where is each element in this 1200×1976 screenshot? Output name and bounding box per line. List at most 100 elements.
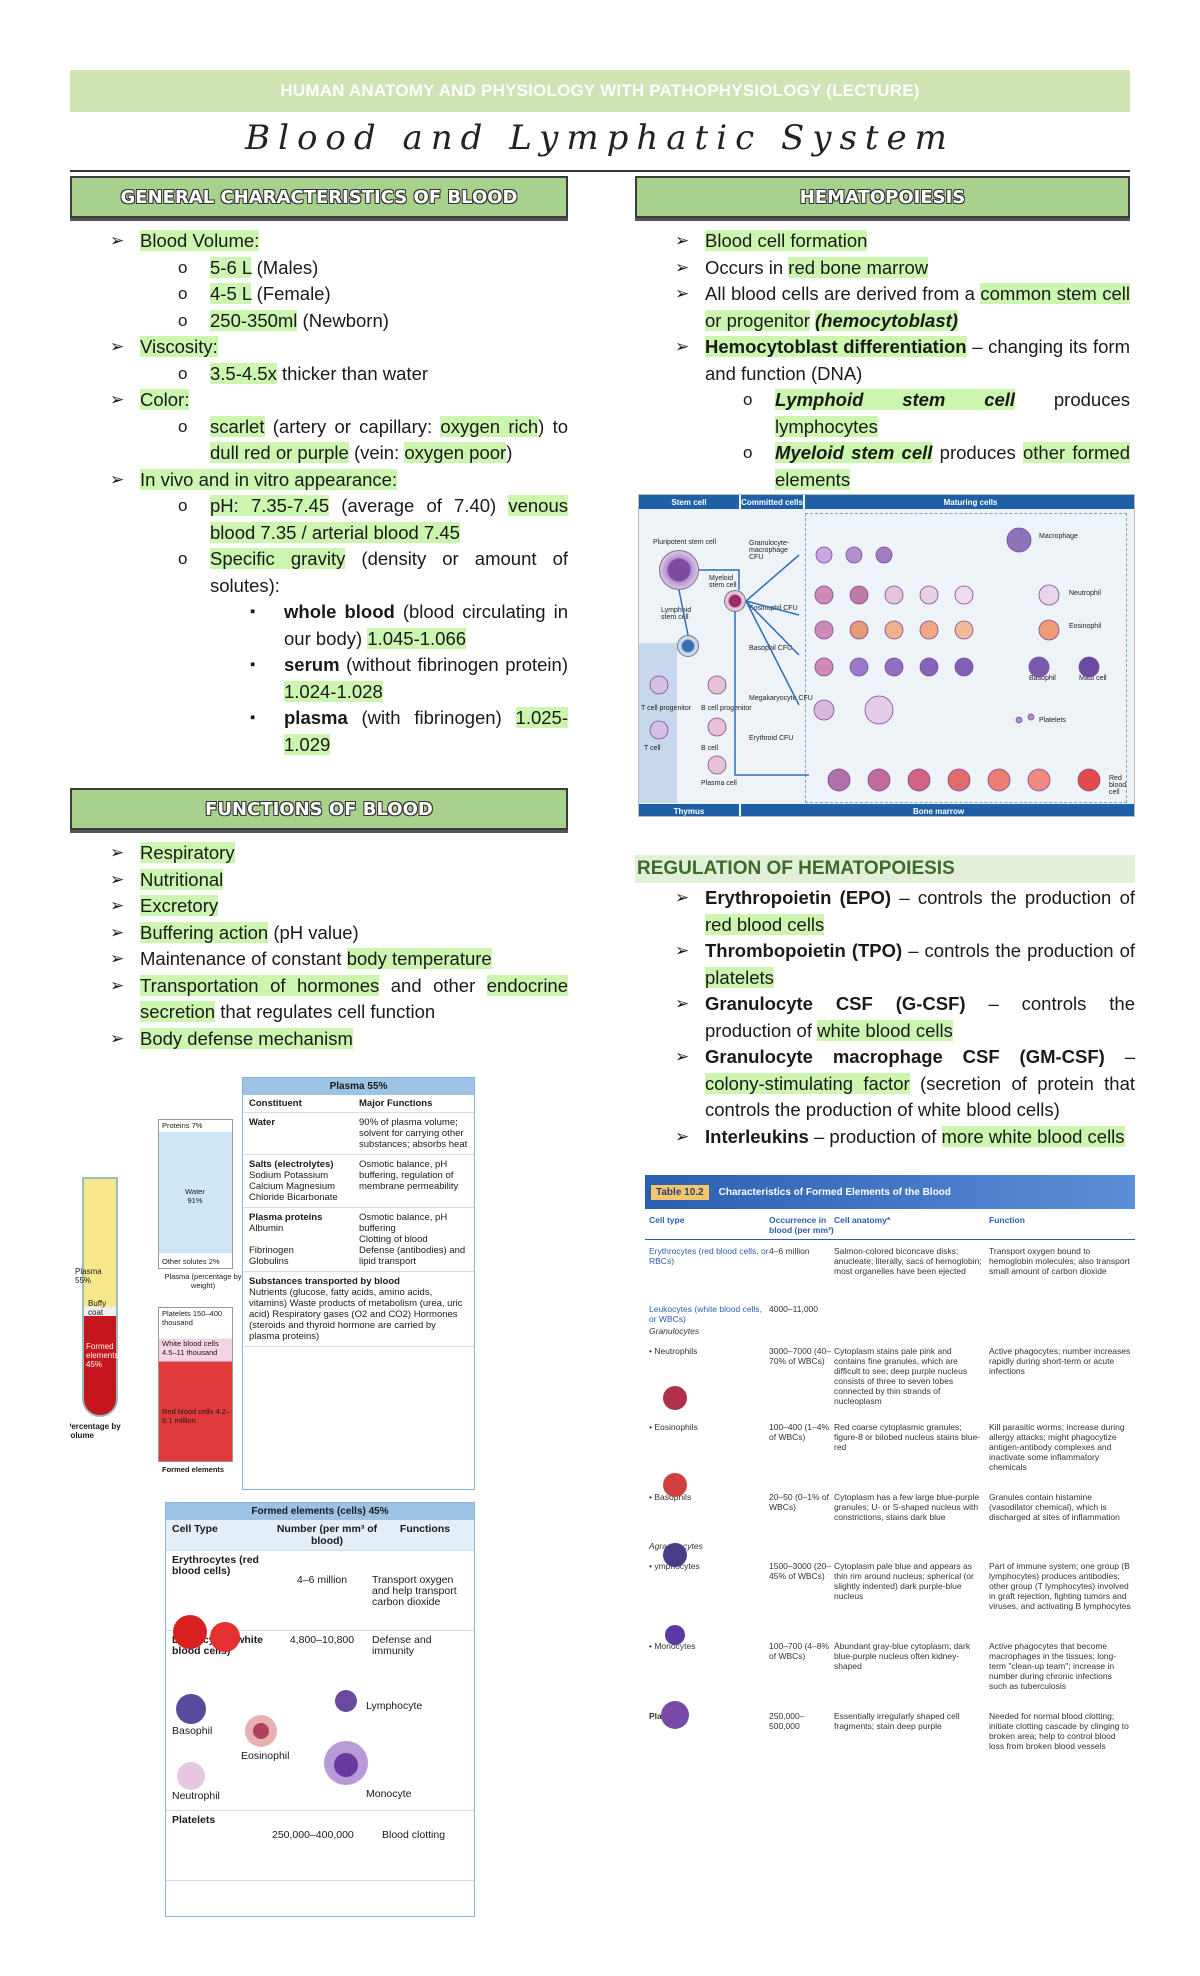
- bar-other-label: Other solutes 2%: [162, 1257, 220, 1266]
- header-stem-cell: Stem cell: [639, 495, 739, 509]
- left-column: GENERAL CHARACTERISTICS OF BLOOD Blood V…: [70, 176, 569, 1052]
- list-item: 5-6 L (Males): [70, 255, 568, 282]
- list-item: Viscosity: 3.5-4.5x thicker than water: [70, 334, 568, 387]
- bar-caption: Plasma (percentage by weight): [164, 1272, 242, 1290]
- list-item: 250-350ml (Newborn): [70, 308, 568, 335]
- cell-lineage-art: [649, 527, 1101, 792]
- plasma-cell-label: Plasma cell: [701, 780, 737, 787]
- tcell-label: T cell: [644, 745, 661, 752]
- header-committed: Committed cells: [741, 495, 803, 509]
- bar-water-label: Water 91%: [185, 1187, 205, 1205]
- table-row: Leukocytes (white blood cells, or WBCs)4…: [649, 1304, 819, 1324]
- hematopoiesis-diagram: Stem cell Committed cells Maturing cells…: [638, 494, 1135, 817]
- table-row: • ymphocytes1500–3000 (20–45% of WBCs)Cy…: [649, 1561, 1131, 1611]
- title-divider: [70, 170, 1130, 172]
- table-row: Erythrocytes (red blood cells)4–6 millio…: [166, 1551, 474, 1631]
- list-item: Transportation of hormones and other end…: [70, 973, 569, 1026]
- cell-thumbnails: [661, 1386, 689, 1729]
- erythrocyte-art: [173, 1615, 240, 1652]
- maturing-box: [805, 513, 1127, 803]
- eosinophil-label: Eosinophil: [241, 1750, 290, 1762]
- myeloid-cell: [724, 590, 746, 612]
- list-item: whole blood (blood circulating in our bo…: [70, 599, 568, 652]
- list-item: In vivo and in vitro appearance: pH: 7.3…: [70, 467, 569, 759]
- list-item: Blood cell formation: [635, 228, 1130, 255]
- regulation-heading: REGULATION OF HEMATOPOIESIS: [635, 855, 1135, 883]
- list-item: Color: scarlet (artery or capillary: oxy…: [70, 387, 568, 467]
- functions-list: Respiratory Nutritional Excretory Buffer…: [70, 840, 569, 1052]
- myeloid-label: Myeloid stem cell: [709, 575, 737, 589]
- list-item: plasma (with fibrinogen) 1.025-1.029: [70, 705, 568, 758]
- table-row: Granulocytes: [649, 1326, 700, 1336]
- list-item: Hemocytoblast differentiation – changing…: [635, 334, 1130, 493]
- list-item: 3.5-4.5x thicker than water: [70, 361, 568, 388]
- general-characteristics-heading: GENERAL CHARACTERISTICS OF BLOOD: [70, 176, 568, 218]
- tube-buffy-label: Buffy coat: [88, 1299, 107, 1317]
- list-item: Specific gravity (density or amount of s…: [70, 546, 568, 758]
- list-item: scarlet (artery or capillary: oxygen ric…: [70, 414, 568, 467]
- general-list: Blood Volume: 5-6 L (Males) 4-5 L (Femal…: [70, 228, 569, 759]
- lymphoid-label: Lymphoid stem cell: [661, 607, 692, 621]
- monocyte-label: Monocyte: [366, 1788, 412, 1800]
- list-item: Myeloid stem cell produces other formed …: [635, 440, 1130, 493]
- mega-cfu-label: Megakaryocyte CFU: [749, 695, 813, 702]
- neutrophil-label: Neutrophil: [172, 1790, 220, 1802]
- leukocyte-art: [176, 1690, 368, 1790]
- list-item: Maintenance of constant body temperature: [70, 946, 568, 973]
- pluripotent-cell: [659, 550, 699, 590]
- bone-marrow-footer: Bone marrow: [741, 804, 1134, 816]
- bar-platelets-label: Platelets 150–400 thousand: [162, 1309, 223, 1327]
- list-item: Excretory: [70, 893, 568, 920]
- tube-caption: Percentage by volume: [70, 1422, 121, 1440]
- platelets-label: Platelets: [1039, 717, 1066, 724]
- pluripotent-label: Pluripotent stem cell: [653, 539, 717, 546]
- table-row: Agranulocytes: [645, 1541, 1135, 1555]
- hematopoiesis-list: Blood cell formation Occurs in red bone …: [635, 228, 1130, 493]
- ery-cfu-label: Erythroid CFU: [749, 735, 794, 742]
- list-item: 4-5 L (Female): [70, 281, 568, 308]
- bcell-label: B cell: [701, 745, 719, 752]
- table-row: Salts (electrolytes)Sodium Potassium Cal…: [243, 1155, 474, 1208]
- tube-plasma-label: Plasma 55%: [75, 1267, 102, 1285]
- list-item: serum (without fibrinogen protein) 1.024…: [70, 652, 568, 705]
- right-column: HEMATOPOIESIS Blood cell formation Occur…: [635, 176, 1130, 493]
- page-title: Blood and Lymphatic System: [245, 118, 955, 158]
- list-item: All blood cells are derived from a commo…: [635, 281, 1130, 334]
- basophil-label: Basophil: [1029, 675, 1056, 682]
- blood-composition-figure: Plasma 55% Buffy coat Formed elements 45…: [70, 1077, 475, 1917]
- thymus-footer: Thymus: [639, 804, 739, 816]
- test-tube: [82, 1177, 118, 1417]
- plasma-table-title: Plasma 55%: [243, 1078, 474, 1095]
- neutrophil-label: Neutrophil: [1069, 590, 1101, 597]
- list-item: pH: 7.35-7.45 (average of 7.40) venous b…: [70, 493, 569, 546]
- mast-cell-label: Mast cell: [1079, 675, 1107, 682]
- regulation-list: Erythropoietin (EPO) – controls the prod…: [635, 885, 1135, 1150]
- list-item: Respiratory: [70, 840, 568, 867]
- tcell-progenitor-label: T cell progenitor: [641, 705, 692, 712]
- eosinophil-label: Eosinophil: [1069, 623, 1102, 630]
- formed-elements-bar: [158, 1307, 233, 1462]
- hematopoiesis-heading: HEMATOPOIESIS: [635, 176, 1130, 218]
- table-row: Leukocytes (white blood cells)4,800–10,8…: [166, 1631, 474, 1811]
- list-item: Erythropoietin (EPO) – controls the prod…: [635, 885, 1135, 938]
- header-maturing: Maturing cells: [805, 495, 1134, 509]
- tube-formed-label: Formed elements 45%: [86, 1342, 119, 1369]
- list-item: Granulocyte macrophage CSF (GM-CSF) – co…: [635, 1044, 1135, 1124]
- bar-wbc-label: White blood cells 4.5–11 thousand: [162, 1339, 219, 1357]
- basophil-label: Basophil: [172, 1725, 213, 1737]
- list-item: Blood Volume: 5-6 L (Males) 4-5 L (Femal…: [70, 228, 568, 334]
- list-item: Occurs in red bone marrow: [635, 255, 1130, 282]
- list-item: Interleukins – production of more white …: [635, 1124, 1135, 1151]
- list-item: Lymphoid stem cell produces lymphocytes: [635, 387, 1130, 440]
